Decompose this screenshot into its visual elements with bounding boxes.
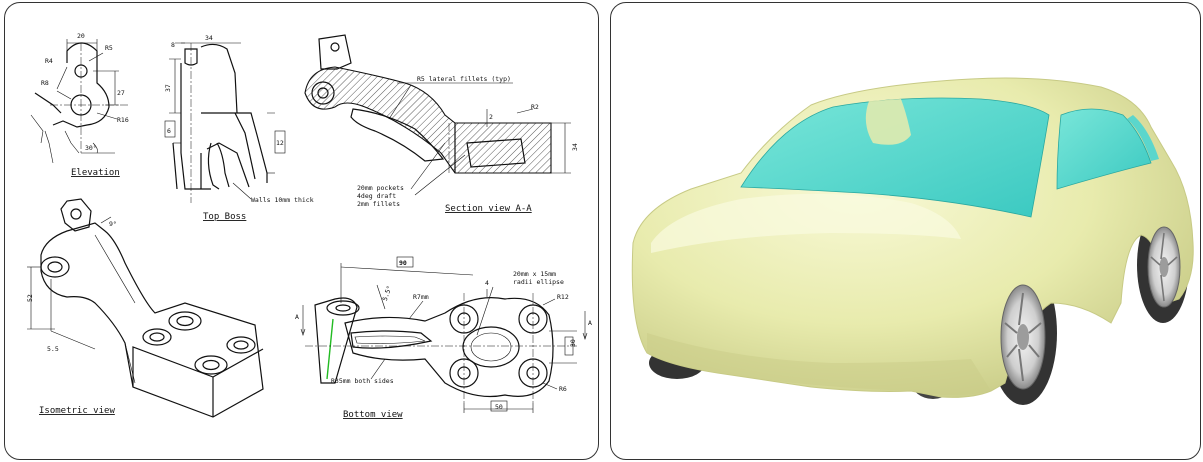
dim-iso-52: 52 [26,294,34,302]
section-view: R5 lateral fillets (typ) 2 R2 34 20mm po… [304,34,579,214]
side-window-rear [1127,115,1159,161]
elevation-view: 20 R5 R4 R8 27 R16 30° Elevation [30,32,130,178]
label-lateral-fillets: R5 lateral fillets (typ) [417,75,511,83]
dim-elevation-20: 20 [77,32,85,40]
car-render-panel [610,2,1201,460]
dim-iso-5-5: 5.5 [47,345,59,353]
dim-bottom-4: 4 [485,279,489,287]
dim-section-r2: R2 [531,103,539,111]
hood-highlight [651,193,961,253]
dim-iso-9deg: 9° [109,220,117,228]
caption-elevation: Elevation [71,168,120,178]
dim-top-boss-37: 37 [164,84,172,92]
label-pockets: 20mm pockets [357,184,404,192]
label-walls: Walls 10mm thick [251,196,314,204]
dim-elevation-r5: R5 [105,44,113,52]
rear-wheel [1147,226,1181,308]
interior-pillar [865,99,911,145]
body-shadow [647,333,991,395]
dim-bottom-r6: R6 [559,385,567,393]
caption-section: Section view A-A [445,204,532,214]
label-ellipse-1: 20mm x 15mm [513,270,556,278]
caption-isometric: Isometric view [39,406,115,416]
dim-bottom-r12: R12 [557,293,569,301]
dim-section-34: 34 [571,143,579,151]
dim-elevation-r16: R16 [117,116,129,124]
car-render [631,77,1194,405]
dim-elevation-27: 27 [117,89,125,97]
front-wheel [1000,284,1046,390]
side-window [1056,108,1152,190]
technical-drawing-panel: 20 R5 R4 R8 27 R16 30° Elevation 8 34 37 [4,2,599,460]
label-r35: R35mm both sides [331,377,394,385]
section-marker-a-left: A [295,313,299,321]
label-2mm-fillets: 2mm fillets [357,200,400,208]
caption-bottom: Bottom view [343,410,403,420]
dim-bottom-50: 50 [495,403,503,411]
dim-top-boss-34: 34 [205,34,213,42]
dim-top-boss-12: 12 [276,139,284,147]
technical-drawing: 20 R5 R4 R8 27 R16 30° Elevation 8 34 37 [26,32,592,420]
caption-top-boss: Top Boss [203,212,246,222]
dim-section-2: 2 [489,113,493,121]
top-boss-view: 8 34 37 6 12 Walls 10mm thick Top Boss [164,34,314,222]
dim-top-boss-8: 8 [171,41,175,49]
dim-bottom-r7: R7mm [413,293,429,301]
dim-bottom-5-5deg: 5.5° [381,285,394,302]
dim-bottom-90: 90 [399,259,407,267]
label-draft: 4deg draft [357,192,396,200]
dim-bottom-30: 30 [569,339,577,347]
isometric-view: 52 5.5 9° Isometric view [26,198,264,418]
label-ellipse-2: radii ellipse [513,278,564,286]
dim-elevation-r4: R4 [45,57,53,65]
windshield [740,97,1050,218]
dim-elevation-r8: R8 [41,79,49,87]
bottom-view: 90 5.5° R7mm 4 20mm x 15mm radii ellipse… [295,256,592,420]
dim-elevation-30deg: 30° [85,144,97,152]
section-marker-a-right: A [588,319,592,327]
dim-top-boss-6: 6 [167,127,171,135]
